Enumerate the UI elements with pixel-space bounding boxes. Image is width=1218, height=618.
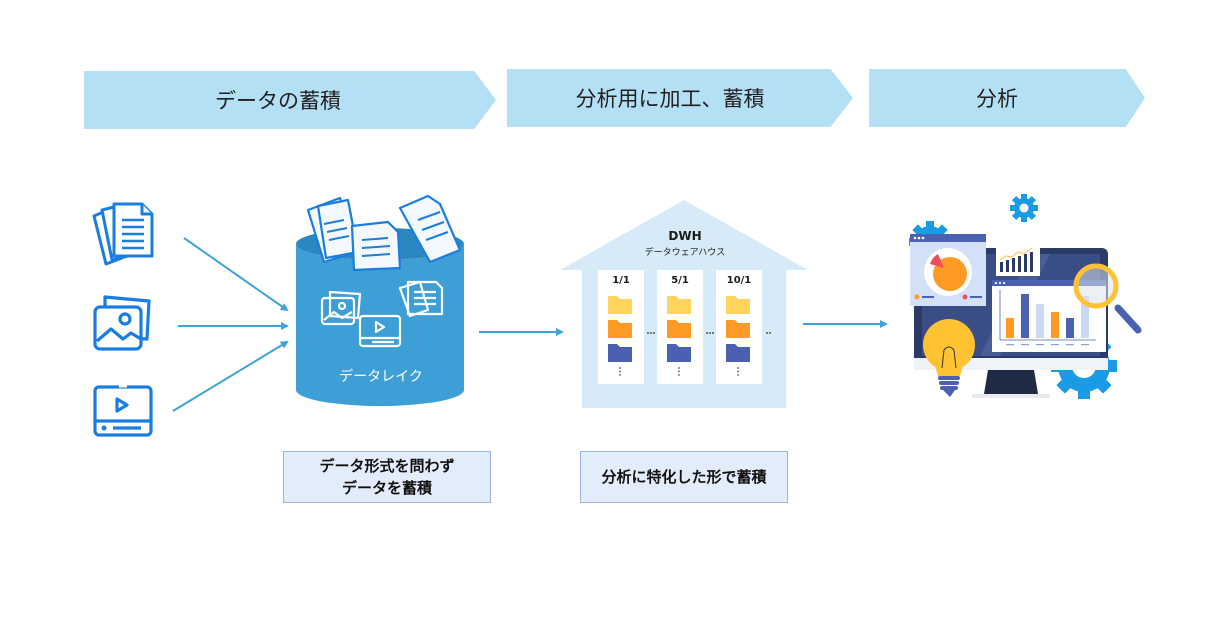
magnifier-icon	[1073, 263, 1119, 309]
data-lake-caption: データ形式を問わず データを蓄積	[283, 451, 491, 503]
folder-icon	[726, 320, 750, 338]
stage-banner-analyze: 分析	[869, 69, 1145, 127]
more-dots	[678, 367, 680, 369]
folder-icon	[608, 320, 632, 338]
chart-axis-label	[1066, 344, 1074, 346]
folder-icon	[608, 344, 632, 362]
folder-icon	[608, 296, 632, 314]
more-dots	[619, 367, 621, 369]
arrow-documents-to-lake	[183, 237, 289, 312]
arrow-video-to-lake	[172, 340, 289, 412]
folder-icon	[667, 320, 691, 338]
lightbulb-icon	[923, 319, 975, 397]
more-dots	[619, 370, 621, 373]
images-icon	[93, 295, 151, 351]
more-dots	[678, 370, 680, 373]
chart-bar	[1051, 312, 1059, 338]
dwh-title: DWH	[668, 229, 702, 243]
stage-banner-process: 分析用に加工、蓄積	[507, 69, 853, 127]
lake-content-icons	[320, 280, 444, 348]
folder-icon	[726, 296, 750, 314]
dwh-column-date: 5/1	[671, 275, 689, 286]
folder-icon	[726, 344, 750, 362]
more-dots	[737, 367, 739, 369]
chart-axis-label	[1081, 344, 1089, 346]
documents-icon	[92, 202, 154, 266]
chart-axis-label	[1036, 344, 1044, 346]
chart-axis-label	[1021, 344, 1029, 346]
dwh-column-date: 10/1	[726, 275, 752, 286]
more-dots	[678, 374, 680, 376]
magnifier-handle	[1114, 304, 1142, 334]
analytics-dashboard-icon	[909, 194, 1142, 399]
data-lake-label: データレイク	[339, 369, 423, 385]
chart-bar	[1021, 294, 1029, 338]
dwh-caption: 分析に特化した形で蓄積	[580, 451, 788, 503]
dwh-column-date: 1/1	[612, 275, 630, 286]
pie-slice	[930, 254, 944, 268]
stage-banner-accumulate: データの蓄積	[84, 71, 496, 129]
chart-axis-label	[1051, 344, 1059, 346]
folder-icon	[667, 296, 691, 314]
stage-label: 分析用に加工、蓄積	[575, 87, 765, 111]
more-dots	[619, 374, 621, 376]
data-warehouse-house	[560, 200, 808, 408]
documents-in-lake-icon	[306, 194, 462, 272]
more-dots	[737, 374, 739, 376]
gear-icon	[1010, 194, 1038, 222]
data-lake-cylinder	[296, 194, 464, 406]
stage-label: 分析	[976, 87, 1018, 111]
chart-axis-label	[1006, 344, 1014, 346]
caption-line: 分析に特化した形で蓄積	[601, 468, 767, 486]
chart-bar	[1036, 304, 1044, 338]
stage-label: データの蓄積	[215, 89, 341, 113]
caption-line: データを蓄積	[341, 479, 432, 497]
chart-bar	[1081, 296, 1089, 338]
chart-bar	[1006, 318, 1014, 338]
caption-line: データ形式を問わず	[319, 457, 455, 475]
video-icon	[93, 384, 153, 437]
more-dots	[737, 370, 739, 373]
dwh-subtitle: データウェアハウス	[644, 248, 726, 258]
chart-bar	[1066, 318, 1074, 338]
folder-icon	[667, 344, 691, 362]
